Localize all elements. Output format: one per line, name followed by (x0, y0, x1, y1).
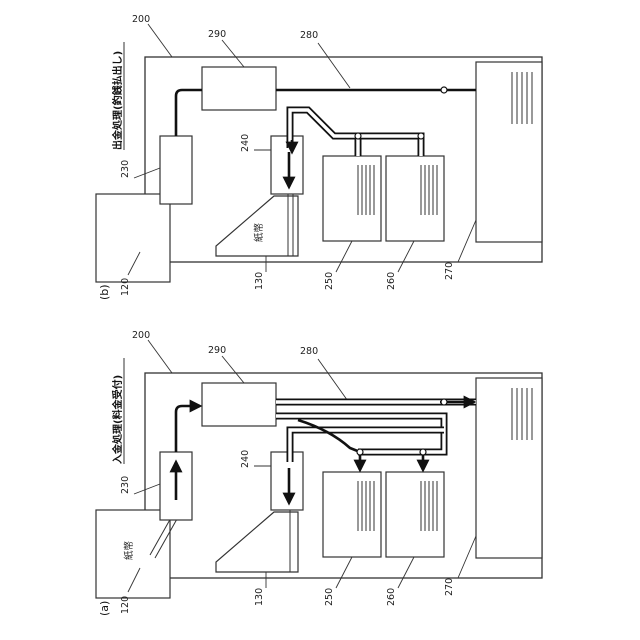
ref-200: 200 (132, 330, 150, 341)
title-b: 出金処理(釣銭払出し) (111, 51, 124, 150)
ref-130: 130 (254, 588, 265, 606)
ref-270: 270 (444, 262, 455, 280)
ref-280: 280 (300, 30, 318, 41)
ref-260: 260 (386, 272, 397, 290)
cassette-250 (323, 156, 381, 241)
ref-290: 290 (208, 345, 226, 356)
cassette-260 (386, 156, 444, 241)
ref-290: 290 (208, 29, 226, 40)
ref-240: 240 (240, 134, 251, 152)
cassette-260 (386, 472, 444, 557)
panel-b: 200 120 230 290 280 270 (96, 14, 542, 300)
ref-250: 250 (324, 588, 335, 606)
unit-230 (160, 136, 192, 204)
ref-230: 230 (120, 476, 131, 494)
ref-230: 230 (120, 160, 131, 178)
bill-label-a: 紙幣 (123, 541, 135, 561)
ref-250: 250 (324, 272, 335, 290)
ref-120: 120 (120, 278, 131, 296)
unit-290 (202, 67, 276, 110)
bill-label-b: 紙幣 (253, 222, 265, 242)
cassette-250 (323, 472, 381, 557)
ref-130: 130 (254, 272, 265, 290)
ref-260: 260 (386, 588, 397, 606)
ref-200: 200 (132, 14, 150, 25)
ref-120: 120 (120, 596, 131, 614)
title-a: 入金処理(料金受付) (111, 375, 124, 464)
ref-240: 240 (240, 450, 251, 468)
ref-270: 270 (444, 578, 455, 596)
unit-290 (202, 383, 276, 426)
panel-a: 200 紙幣 120 230 290 280 270 (96, 330, 542, 616)
unit-120 (96, 194, 170, 282)
caption-b: (b) (98, 284, 111, 300)
ref-280: 280 (300, 346, 318, 357)
caption-a: (a) (98, 601, 111, 616)
